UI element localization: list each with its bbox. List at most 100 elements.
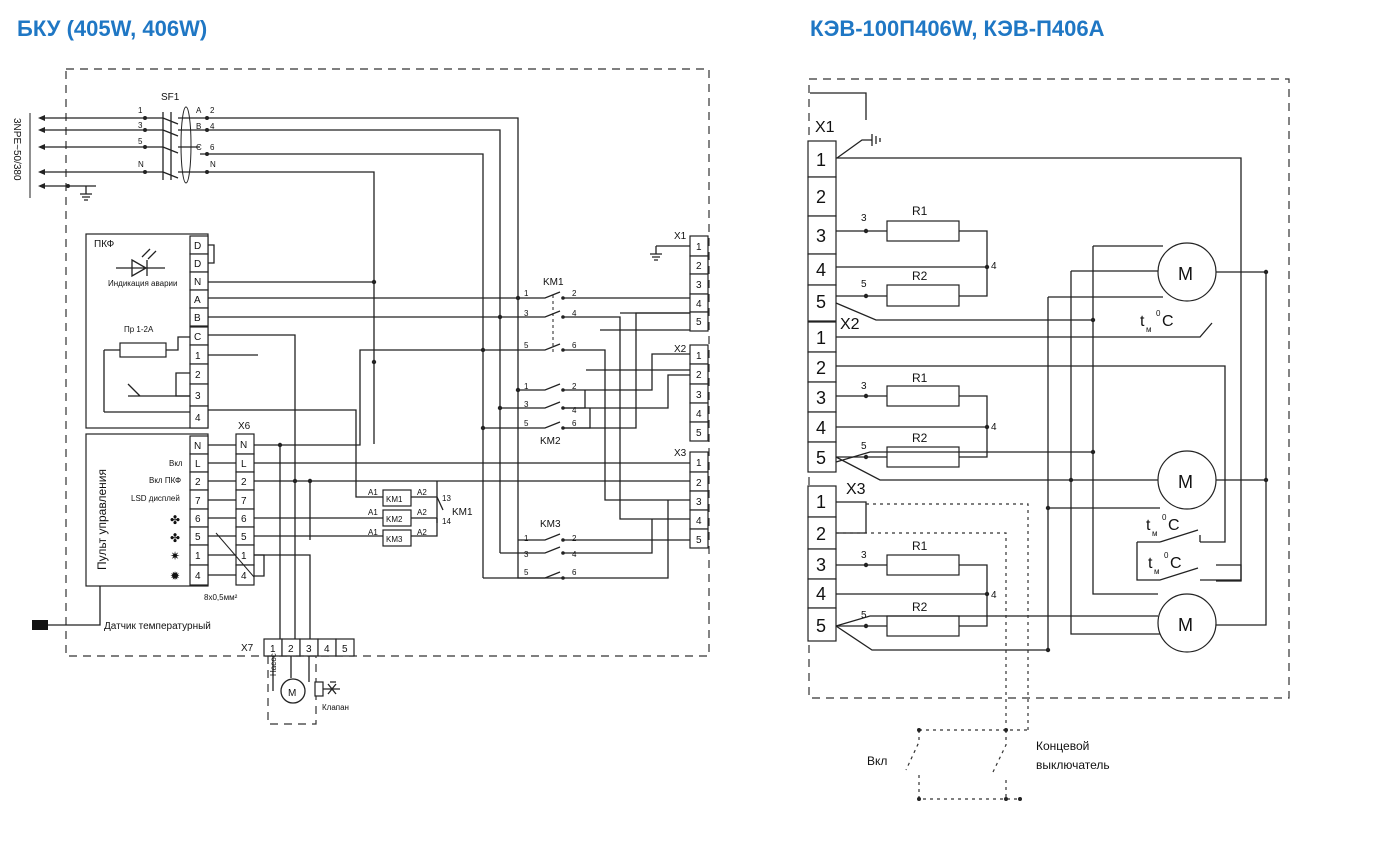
panel-label-on: Вкл	[169, 459, 183, 468]
valve-coil-icon	[314, 681, 324, 697]
limit-switch-label-1: Концевой	[1036, 739, 1089, 753]
motor-3-label: M	[1178, 615, 1193, 635]
x6-t-1: 1	[241, 551, 247, 562]
coils	[382, 481, 444, 547]
supply-label: 3NPE~50/380	[11, 118, 22, 181]
panel-t-7: 7	[195, 496, 201, 507]
left-x2-t1: 1	[696, 351, 702, 362]
km1-pin3: 3	[524, 309, 529, 318]
left-x2-title: X2	[674, 344, 687, 355]
km3-pin4: 4	[572, 550, 577, 559]
sf1-in-N: N	[138, 160, 144, 169]
control-panel-block: Пульт управления Вкл Вкл ПКФ LSD дисплей…	[85, 433, 236, 587]
x6-terminal-strip: X6	[215, 421, 255, 586]
pkf-t-A: A	[194, 295, 201, 306]
km1-aux-14: 14	[442, 517, 451, 526]
km2-pin1: 1	[524, 382, 529, 391]
km2-pin2: 2	[572, 382, 577, 391]
coil-km1: KM1	[386, 495, 403, 504]
supply-lines	[38, 115, 163, 201]
x7-t2: 2	[288, 644, 294, 655]
left-x2-t3: 3	[696, 390, 702, 401]
pkf-t-D2: D	[194, 259, 201, 270]
left-x3-t3: 3	[696, 497, 702, 508]
left-x1-title: X1	[674, 231, 687, 242]
fan-icon: ✤	[170, 513, 180, 527]
g1-r2-label: R2	[912, 269, 928, 283]
g2-r1-label: R1	[912, 371, 928, 385]
right-x2-t1: 1	[816, 328, 826, 348]
motor-1-label: M	[1178, 264, 1193, 284]
panel-t-N: N	[194, 441, 201, 452]
right-x1-t2: 2	[816, 187, 826, 207]
x6-t-N: N	[240, 440, 247, 451]
right-x3-t5: 5	[816, 616, 826, 636]
resistor-r2	[886, 615, 960, 637]
fuse-icon	[119, 342, 167, 358]
svg-text:0: 0	[1164, 551, 1169, 560]
right-x1-t3: 3	[816, 226, 826, 246]
panel-label-lsd: LSD дисплей	[131, 494, 180, 503]
motor-3-icon	[1157, 593, 1217, 653]
pump-label: Насос	[269, 653, 278, 676]
sf1-in-3: 3	[138, 121, 143, 130]
x6-wires	[254, 349, 700, 656]
pkf-title: ПКФ	[94, 239, 115, 250]
pkf-t-1: 1	[195, 351, 201, 362]
g3-r1-label: R1	[912, 539, 928, 553]
pkf-t-3: 3	[195, 391, 201, 402]
g1-r1-label: R1	[912, 204, 928, 218]
right-x3-t2: 2	[816, 524, 826, 544]
switch-on-label: Вкл	[867, 754, 887, 768]
x6-cable-label: 8x0,5мм²	[204, 593, 238, 602]
sf1-out-B: B	[196, 122, 201, 131]
left-x3-title: X3	[674, 448, 687, 459]
km1-pin2: 2	[572, 289, 577, 298]
coil3-a1: A1	[368, 528, 378, 537]
km1-pin4: 4	[572, 309, 577, 318]
pkf-t-4: 4	[195, 413, 201, 424]
pkf-fuse-label: Пр 1-2А	[124, 325, 154, 334]
right-enclosure	[808, 78, 1290, 699]
x7-title: X7	[241, 643, 254, 654]
valve-icon	[323, 681, 340, 695]
sf1-out-4: 4	[210, 122, 215, 131]
sf1-out-C: C	[196, 143, 202, 152]
right-x3-t3: 3	[816, 555, 826, 575]
km1-pin6: 6	[572, 341, 577, 350]
right-title: КЭВ-100П406W, КЭВ-П406А	[810, 16, 1105, 41]
svg-text:t: t	[1148, 555, 1153, 572]
coil-km2: KM2	[386, 515, 403, 524]
right-x2-t4: 4	[816, 418, 826, 438]
right-x2-t5: 5	[816, 448, 826, 468]
x6-t-L: L	[241, 459, 247, 470]
panel-terminal-strip	[189, 435, 209, 586]
left-x1-t4: 4	[696, 299, 702, 310]
thermostat-1: t м 0 C	[1140, 309, 1174, 334]
x6-title: X6	[238, 421, 251, 432]
sf1-out-2: 2	[210, 106, 215, 115]
km2-label: KM2	[540, 436, 561, 447]
g2-node-4: 4	[991, 422, 997, 433]
coil1-a2: A2	[417, 488, 427, 497]
svg-text:м: м	[1154, 567, 1160, 576]
coil2-a1: A1	[368, 508, 378, 517]
g2-node-5: 5	[861, 441, 867, 452]
svg-text:0: 0	[1162, 513, 1167, 522]
pump-valve-group: M Насос Клапан	[267, 653, 349, 725]
x7-t1: 1	[270, 644, 276, 655]
motor-2-icon	[1157, 450, 1217, 510]
left-x3-t4: 4	[696, 516, 702, 527]
g3-node-4: 4	[991, 590, 997, 601]
pkf-alarm-label: Индикация аварии	[108, 279, 177, 288]
svg-text:t: t	[1140, 313, 1145, 330]
left-x3-t1: 1	[696, 458, 702, 469]
km3-contactor: KM3	[483, 500, 700, 580]
panel-t-5: 5	[195, 532, 201, 543]
svg-text:t: t	[1146, 517, 1151, 534]
right-x3-strip	[807, 485, 837, 642]
right-x2-t2: 2	[816, 358, 826, 378]
pump-motor-label: M	[288, 688, 296, 699]
x6-t-2: 2	[241, 477, 247, 488]
